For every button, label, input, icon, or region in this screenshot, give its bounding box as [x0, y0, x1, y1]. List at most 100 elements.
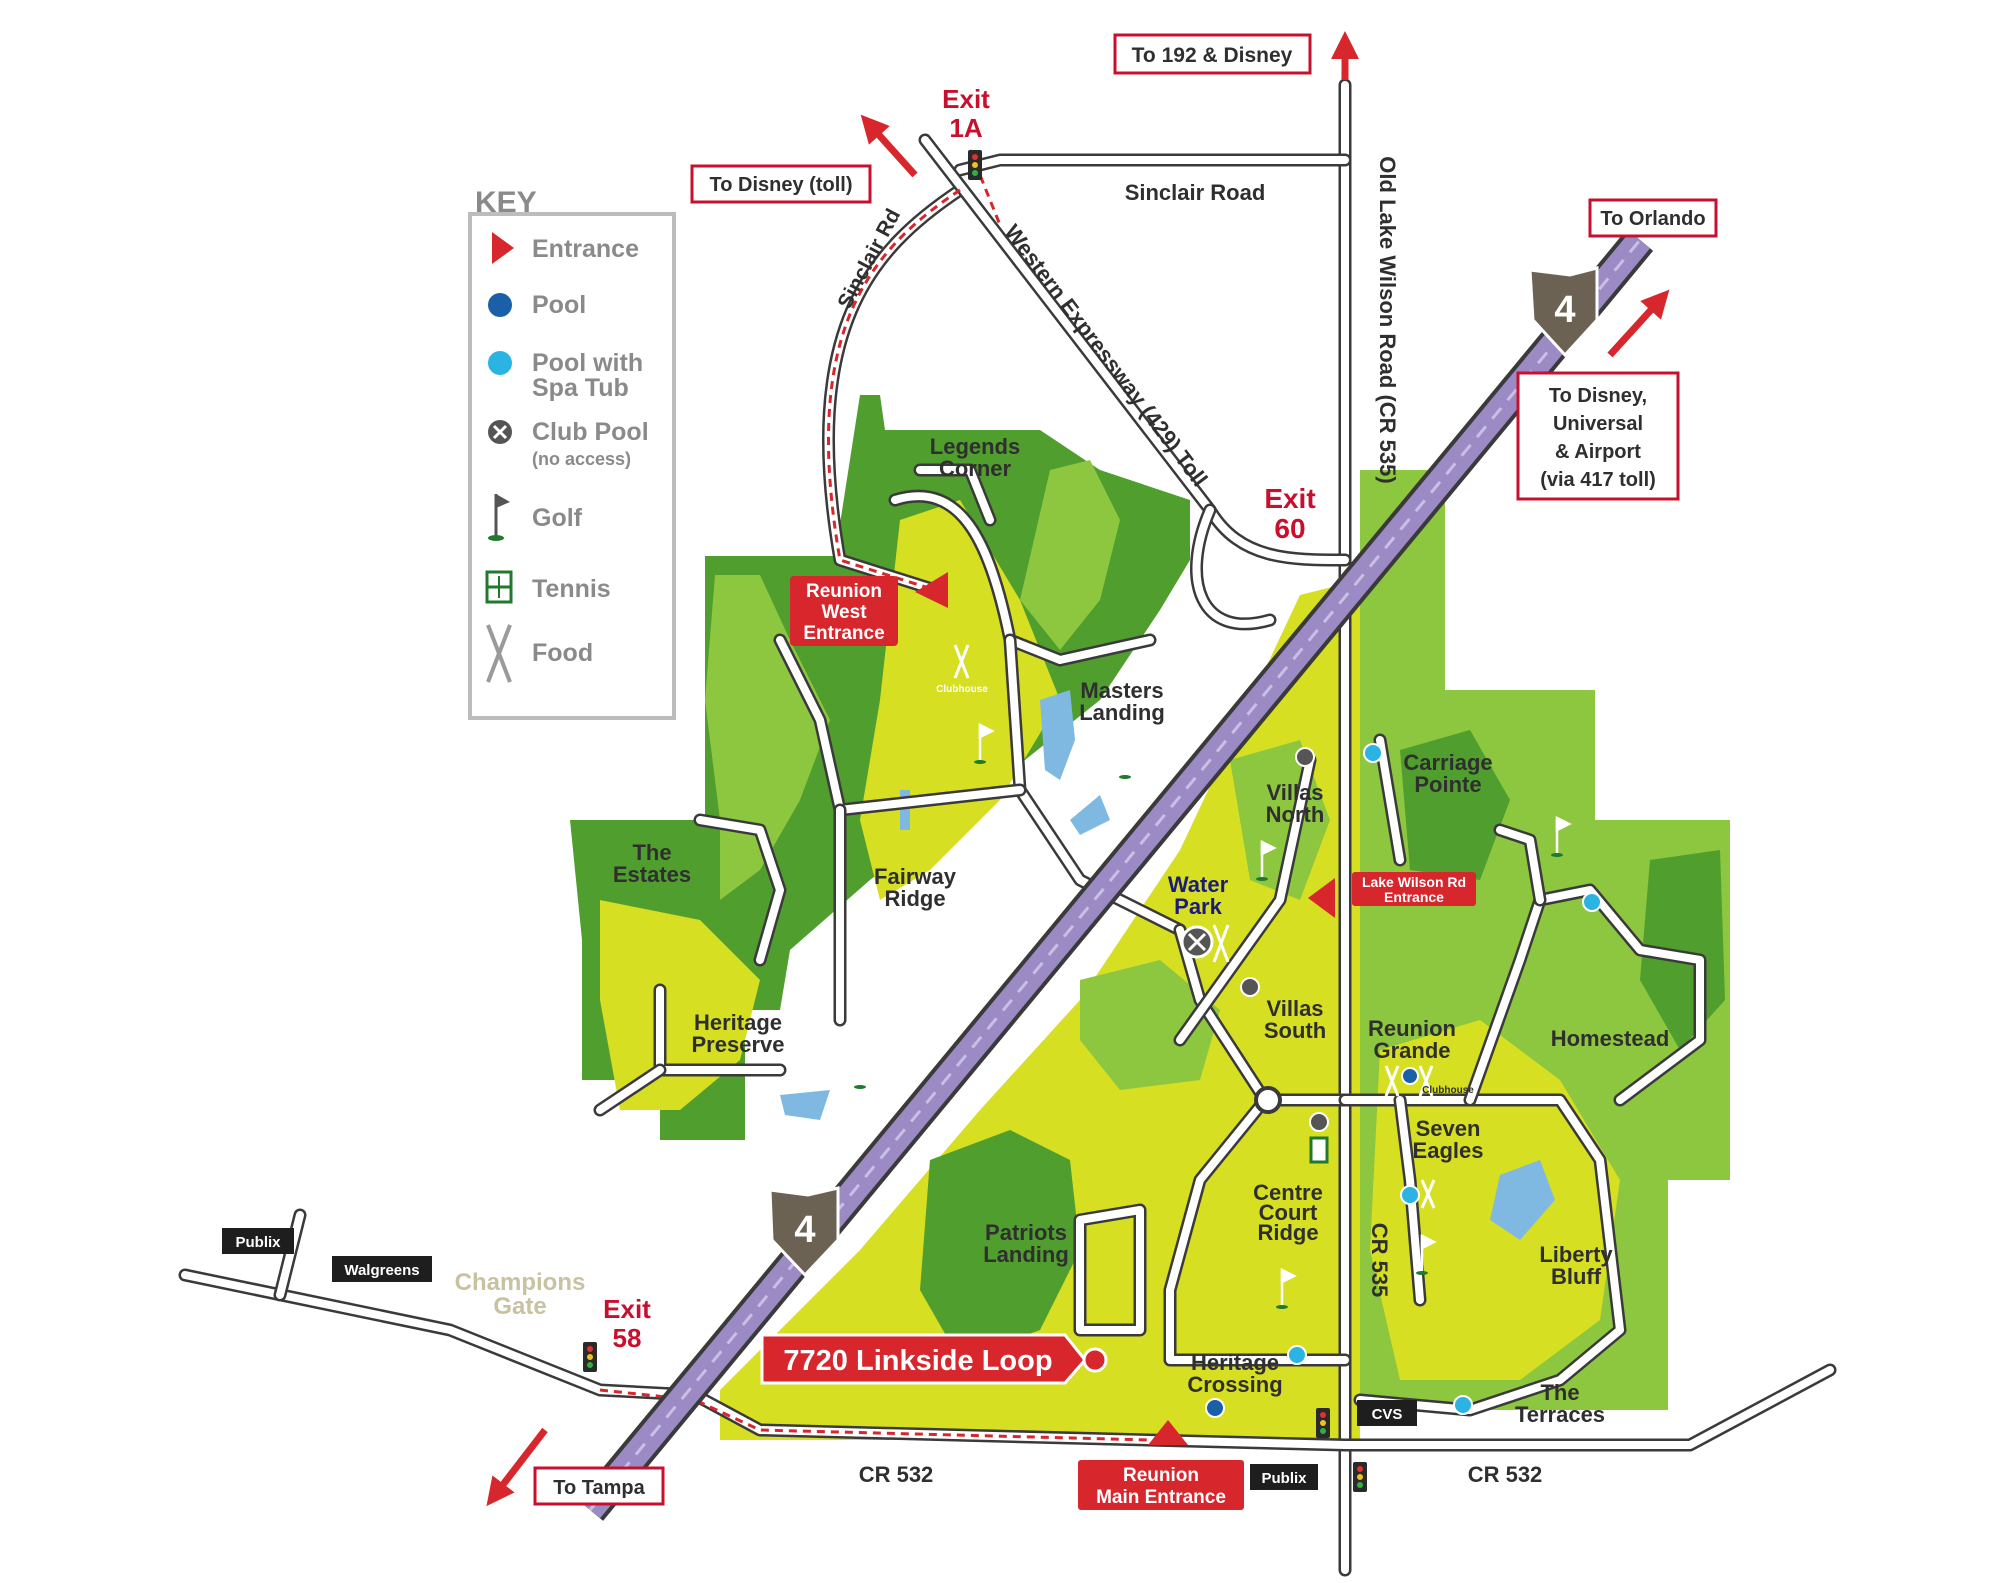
food-icon [953, 644, 970, 679]
spa-pool-icon [1400, 1185, 1420, 1205]
svg-text:To Orlando: To Orlando [1600, 208, 1705, 230]
golf-flag-icon [1416, 1233, 1437, 1275]
roundabout [1254, 1086, 1282, 1114]
svg-text:(no access): (no access) [532, 449, 631, 469]
golf-flag-icon [488, 494, 510, 541]
seven-eagles: Seven Eagles [1413, 1116, 1484, 1163]
cr535-label: CR 535 [1367, 1223, 1392, 1298]
fairway-ridge: Fairway Ridge [874, 864, 957, 911]
svg-text:Patriots: Patriots [985, 1220, 1067, 1245]
svg-text:CVS: CVS [1372, 1406, 1403, 1423]
map-key: KEY Entrance Pool Pool with Spa Tub Club… [468, 186, 676, 720]
liberty-bluff: Liberty Bluff [1539, 1242, 1613, 1289]
svg-text:4: 4 [1554, 289, 1575, 331]
svg-text:Pool: Pool [532, 291, 586, 319]
svg-text:Food: Food [532, 639, 593, 667]
svg-text:West: West [821, 602, 867, 623]
store-walgreens: Walgreens [332, 1256, 432, 1282]
svg-text:Preserve: Preserve [692, 1032, 785, 1057]
sinclair-road-label: Sinclair Road [1125, 180, 1266, 205]
svg-text:Clubhouse: Clubhouse [1422, 1085, 1474, 1096]
cr532-west-label: CR 532 [859, 1462, 934, 1487]
pool-icon [1205, 1398, 1225, 1418]
svg-text:58: 58 [613, 1323, 642, 1353]
svg-text:Ridge: Ridge [884, 886, 945, 911]
lake-wilson-entrance: Lake Wilson Rd Entrance [1308, 872, 1476, 918]
svg-text:Ridge: Ridge [1257, 1220, 1318, 1245]
svg-text:Entrance: Entrance [532, 235, 639, 263]
center-mid-green [1080, 960, 1220, 1090]
svg-text:Legends: Legends [930, 434, 1020, 459]
svg-text:Tennis: Tennis [532, 575, 611, 603]
villas-south: Villas South [1264, 996, 1326, 1043]
golf-flags [854, 722, 1572, 1309]
east-dark-green [1400, 730, 1510, 880]
food-icon [1420, 1179, 1436, 1209]
west-mid-green-2 [1020, 460, 1120, 650]
svg-text:Gate: Gate [493, 1293, 546, 1320]
direction-to-disney-toll: To Disney (toll) [690, 114, 918, 204]
svg-text:& Airport: & Airport [1555, 441, 1641, 463]
west-mid-green [705, 575, 830, 900]
svg-text:Fairway: Fairway [874, 864, 957, 889]
spa-pool-icon [1453, 1395, 1473, 1415]
svg-text:To Disney (toll): To Disney (toll) [710, 174, 853, 196]
i4-shield-north: 4 [1528, 266, 1599, 358]
svg-text:Club Pool: Club Pool [532, 418, 649, 446]
heritage-crossing: Heritage Crossing [1187, 1350, 1282, 1397]
direction-to-orlando: To Orlando [1588, 198, 1718, 358]
tennis-icon [485, 570, 513, 604]
sinclair-rd-label: Sinclair Rd [833, 205, 905, 313]
entrance-icon [1148, 1420, 1188, 1445]
svg-text:Carriage: Carriage [1403, 750, 1492, 775]
the-terraces: The Terraces [1515, 1380, 1605, 1427]
homestead: Homestead [1551, 1026, 1670, 1051]
svg-text:Water: Water [1168, 872, 1229, 897]
food-icon [1212, 924, 1230, 963]
club-pool-icon [488, 420, 512, 444]
svg-text:Liberty: Liberty [1539, 1242, 1613, 1267]
route-dashes [599, 149, 1151, 1442]
address-marker[interactable]: 7720 Linkside Loop [760, 1333, 1108, 1385]
carriage-pointe: Carriage Pointe [1403, 750, 1492, 797]
svg-text:Exit: Exit [603, 1294, 651, 1324]
svg-text:Bluff: Bluff [1551, 1264, 1602, 1289]
store-publix-nw: Publix [222, 1228, 294, 1254]
champions-gate: Champions Gate [455, 1269, 586, 1320]
center-dark-green [920, 1130, 1080, 1360]
svg-text:Villas: Villas [1266, 996, 1323, 1021]
svg-text:Masters: Masters [1080, 678, 1163, 703]
golf-flag-icon [1551, 815, 1572, 857]
svg-text:Court: Court [1259, 1200, 1318, 1225]
svg-text:Centre: Centre [1253, 1180, 1323, 1205]
svg-text:Estates: Estates [613, 862, 691, 887]
exit-60-label: Exit 60 [1264, 483, 1315, 544]
svg-text:Grande: Grande [1373, 1038, 1450, 1063]
food-icon [486, 624, 512, 683]
spa-pool-icon [1363, 743, 1383, 763]
svg-text:(via 417 toll): (via 417 toll) [1540, 469, 1656, 491]
amenities [1205, 743, 1602, 1418]
svg-text:7720 Linkside Loop: 7720 Linkside Loop [783, 1345, 1052, 1377]
center-parcel [720, 580, 1360, 1440]
svg-text:Terraces: Terraces [1515, 1402, 1605, 1427]
entrance-icon [915, 572, 948, 608]
svg-text:Heritage: Heritage [694, 1010, 782, 1035]
cr532-east-label: CR 532 [1468, 1462, 1543, 1487]
neighborhood-labels: Legends Corner Masters Landing The Estat… [455, 434, 1670, 1427]
svg-text:Publix: Publix [235, 1234, 281, 1251]
patriots-landing: Patriots Landing [983, 1220, 1069, 1267]
svg-text:Entrance: Entrance [803, 623, 884, 644]
tennis-icon [1309, 1136, 1329, 1164]
svg-text:To 192 & Disney: To 192 & Disney [1132, 44, 1293, 67]
traffic-light-icon [1316, 1408, 1330, 1438]
pool-icon [1401, 1067, 1419, 1085]
the-estates: The Estates [613, 840, 691, 887]
svg-text:Spa Tub: Spa Tub [532, 374, 629, 402]
svg-text:Publix: Publix [1261, 1470, 1307, 1487]
store-publix-s: Publix [1250, 1464, 1318, 1490]
spa-pool-icon [1582, 892, 1602, 912]
exit-1a-label: Exit 1A [942, 84, 990, 143]
golf-flag-icon [1276, 1267, 1297, 1309]
direction-to-disney-universal: To Disney, Universal & Airport (via 417 … [1516, 371, 1680, 501]
